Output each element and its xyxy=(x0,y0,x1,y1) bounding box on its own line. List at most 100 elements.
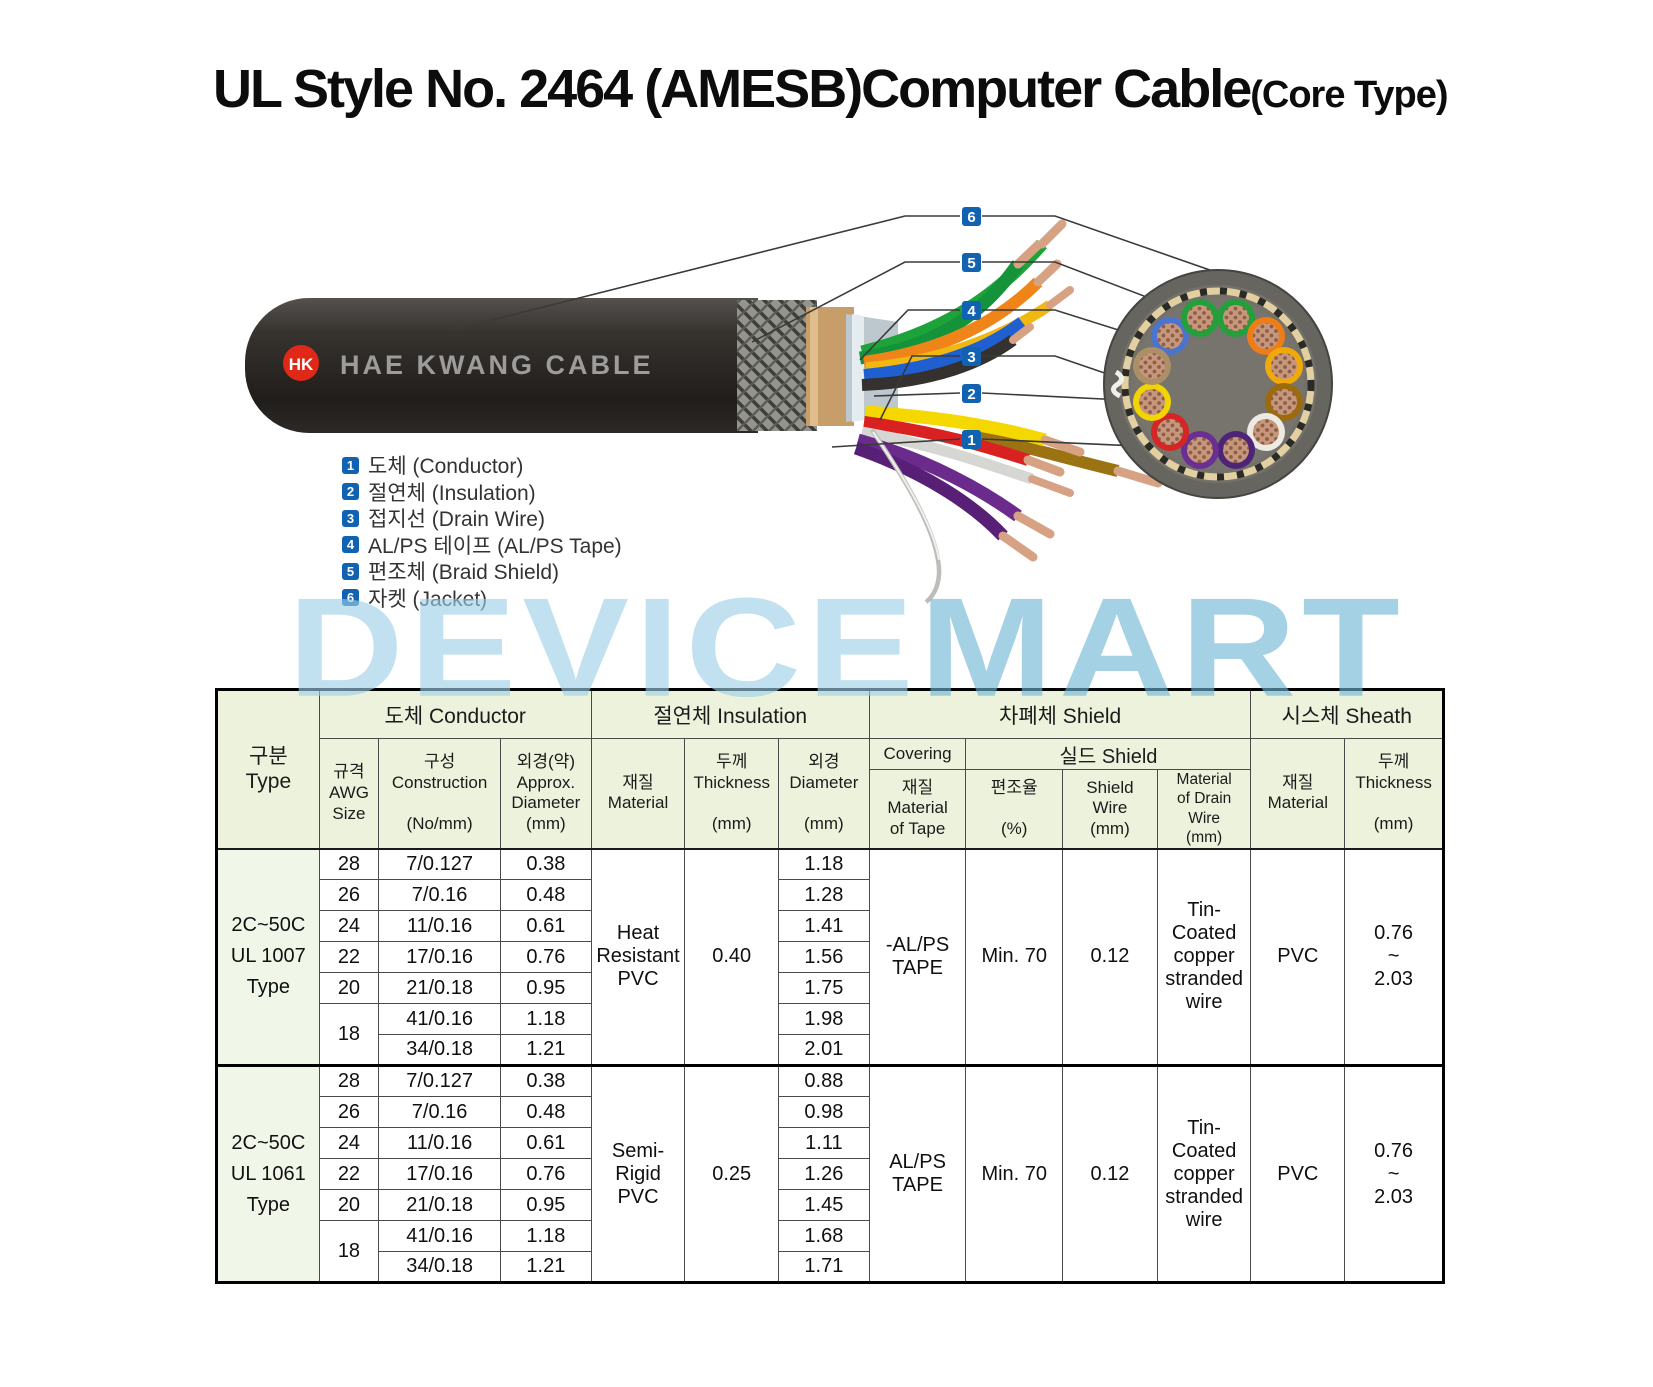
core-orange-conductor xyxy=(1253,323,1279,349)
header-tape-material: 재질 Material of Tape xyxy=(868,769,967,849)
wire-white-conductor xyxy=(1028,475,1074,497)
callout-number-1: 1 xyxy=(967,432,975,449)
core-green-2-conductor xyxy=(1223,305,1249,331)
cell-ins-diameter: 2.01 xyxy=(778,1034,870,1066)
header-sheath-material: 재질 Material xyxy=(1250,738,1346,849)
cell-approx-diameter: 0.38 xyxy=(500,1064,592,1097)
brand-logo xyxy=(283,345,319,381)
braid-shield xyxy=(737,300,817,431)
callout-badge-6 xyxy=(962,207,981,226)
callout-badge-5 xyxy=(962,253,981,272)
cross-section-cores xyxy=(1133,299,1303,469)
cell-ins-diameter: 1.28 xyxy=(778,879,870,911)
header-covering: Covering xyxy=(868,738,967,770)
cell-sheath-material: PVC xyxy=(1250,847,1346,1066)
wire-green-2 xyxy=(859,260,1024,365)
cross-section-jacket xyxy=(1103,269,1333,499)
cell-approx-diameter: 0.61 xyxy=(500,1127,592,1159)
wire-orange-conductor xyxy=(1033,259,1062,287)
header-drain-material: Material of Drain Wire (mm) xyxy=(1156,769,1252,849)
legend-item: 3 접지선 (Drain Wire) xyxy=(342,505,622,532)
legend-label-1: 도체 (Conductor) xyxy=(368,455,524,479)
cell-type-ul1061: 2C~50C UL 1061 Type xyxy=(216,1064,320,1283)
callout-number-4: 4 xyxy=(967,303,976,320)
drain-wire-3d-highlight xyxy=(872,431,940,561)
cell-construction: 41/0.16 xyxy=(378,1220,502,1252)
cell-approx-diameter: 0.95 xyxy=(500,1189,592,1221)
brand-text: HAE KWANG CABLE xyxy=(340,350,654,380)
al-ps-tape xyxy=(846,314,898,422)
cell-ins-thickness: 0.40 xyxy=(684,847,780,1066)
header-construction: 구성 Construction (No/mm) xyxy=(378,738,502,849)
cell-shield-wire: 0.12 xyxy=(1062,1064,1158,1283)
wire-red xyxy=(863,416,1030,466)
cross-section-inner xyxy=(1119,285,1317,483)
leader-line-2-left xyxy=(873,392,961,397)
cell-awg: 22 xyxy=(318,1158,380,1190)
al-ps-tape-sheen xyxy=(852,314,864,422)
cell-approx-diameter: 1.18 xyxy=(500,1003,592,1035)
leader-line-1-right xyxy=(981,438,1206,450)
cell-ins-thickness: 0.25 xyxy=(684,1064,780,1283)
cell-awg: 20 xyxy=(318,972,380,1004)
cell-type-ul1007: 2C~50C UL 1007 Type xyxy=(216,847,320,1066)
wire-yellow-upper-conductor xyxy=(1046,286,1074,309)
page-title-main: UL Style No. 2464 (AMESB)Computer Cable xyxy=(213,59,1252,119)
header-type: 구분 Type xyxy=(216,689,320,849)
wire-brown xyxy=(978,430,1120,477)
table-row: 20 21/0.18 0.95 1.45 xyxy=(217,1189,1444,1221)
callout-badge-3 xyxy=(962,347,981,366)
cell-construction: 7/0.127 xyxy=(378,847,502,880)
wire-green-1 xyxy=(860,239,1047,359)
cell-awg: 26 xyxy=(318,879,380,911)
cell-construction: 17/0.16 xyxy=(378,1158,502,1190)
cell-approx-diameter: 0.61 xyxy=(500,910,592,942)
callout-number-2: 2 xyxy=(967,386,975,403)
header-shield: 차폐체 Shield xyxy=(868,689,1252,739)
wire-yellow-upper xyxy=(865,300,1054,374)
cell-drain-material: Tin- Coated copper stranded wire xyxy=(1156,847,1252,1066)
cell-approx-diameter: 0.76 xyxy=(500,941,592,973)
cross-section-drain-wire xyxy=(1111,369,1124,399)
core-green-2 xyxy=(1217,299,1255,337)
core-brown xyxy=(1265,383,1303,421)
cell-ins-diameter: 1.11 xyxy=(778,1127,870,1159)
cell-braid-ratio: Min. 70 xyxy=(965,847,1064,1066)
wire-yellow xyxy=(865,405,1047,447)
cell-construction: 41/0.16 xyxy=(378,1003,502,1035)
cell-construction: 7/0.127 xyxy=(378,1064,502,1097)
spec-table-container: 구분 Type 도체 Conductor 절연체 Insulation 차폐체 … xyxy=(215,688,1445,1284)
legend-num-1: 1 xyxy=(342,456,359,474)
cell-braid-ratio: Min. 70 xyxy=(965,1064,1064,1283)
legend-label-5: 편조체 (Braid Shield) xyxy=(368,561,560,585)
legend-label-6: 자켓 (Jacket) xyxy=(368,587,488,611)
core-green-1-conductor xyxy=(1187,305,1213,331)
core-gold xyxy=(1265,347,1303,385)
core-dark-purple-conductor xyxy=(1223,437,1249,463)
header-insulation-material: 재질 Material xyxy=(590,738,686,849)
wire-purple-2 xyxy=(853,441,1008,541)
cross-section-tape-ring xyxy=(1121,287,1315,481)
leader-line-1-left xyxy=(831,438,961,448)
core-red-conductor xyxy=(1157,419,1183,445)
cell-covering: AL/PS TAPE xyxy=(868,1064,967,1283)
leader-line-6-left xyxy=(451,215,960,331)
table-row: 2C~50C UL 1061 Type 28 7/0.127 0.38 Semi… xyxy=(216,1064,1444,1283)
legend-label-2: 절연체 (Insulation) xyxy=(368,481,536,505)
legend-num-5: 5 xyxy=(342,562,359,580)
cell-ins-diameter: 1.71 xyxy=(778,1251,870,1283)
page-title: UL Style No. 2464 (AMESB)Computer Cable(… xyxy=(213,58,1449,120)
cell-ins-diameter: 1.75 xyxy=(778,972,870,1004)
leader-line-6-right xyxy=(982,215,1228,277)
core-brown-conductor xyxy=(1271,389,1297,415)
legend-label-4: AL/PS 테이프 (AL/PS Tape) xyxy=(368,534,622,558)
cell-construction: 21/0.18 xyxy=(378,1189,502,1221)
callout-badge-4 xyxy=(962,301,981,320)
wire-purple-1-conductor xyxy=(1013,511,1055,539)
cell-construction: 34/0.18 xyxy=(378,1251,502,1283)
legend-label-3: 접지선 (Drain Wire) xyxy=(368,508,545,532)
callout-number-3: 3 xyxy=(967,349,975,366)
core-white-conductor xyxy=(1253,419,1279,445)
wire-purple-1 xyxy=(856,433,1022,522)
table-row: 20 21/0.18 0.95 1.75 xyxy=(217,972,1444,1004)
